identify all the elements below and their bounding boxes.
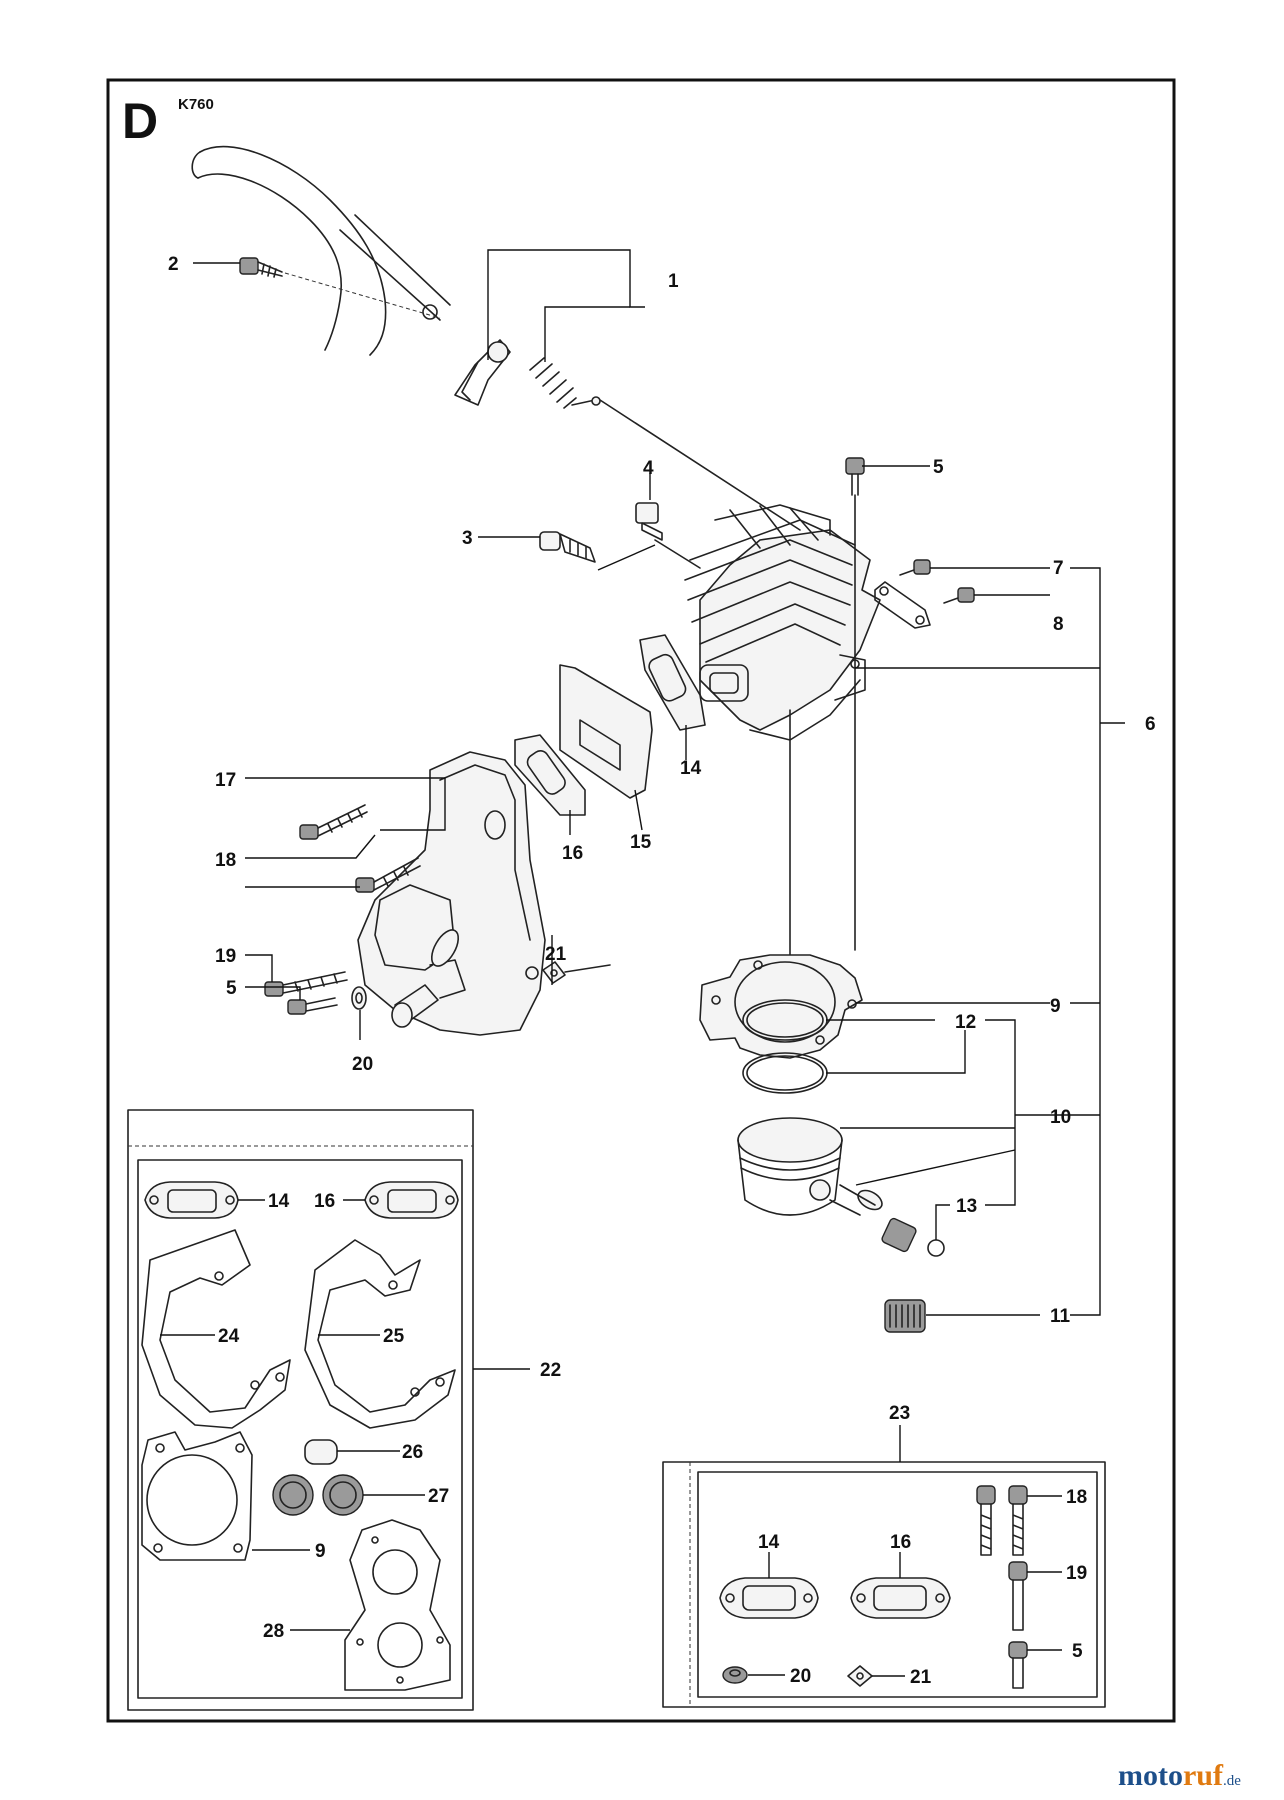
callout-5-kit: 5 <box>1072 1641 1083 1662</box>
callout-7: 7 <box>1053 558 1064 579</box>
callout-9-kit: 9 <box>315 1541 326 1562</box>
callout-1: 1 <box>668 271 679 292</box>
plug-4 <box>635 502 663 541</box>
callout-15: 15 <box>630 832 652 853</box>
callout-16-kit: 16 <box>314 1191 335 1212</box>
callout-28: 28 <box>263 1621 284 1642</box>
gasket-16 <box>514 734 586 816</box>
decomp-valve-3 <box>539 531 596 563</box>
kit-nut-21 <box>847 1665 873 1687</box>
kit-bolts-18 <box>976 1485 1028 1556</box>
kit-gasket-9 <box>141 1431 253 1561</box>
callout-16-main: 16 <box>562 843 583 864</box>
callout-21-main: 21 <box>545 944 567 965</box>
callout-20-main: 20 <box>352 1054 373 1075</box>
callout-19-kit: 19 <box>1066 1563 1087 1584</box>
callout-5-left: 5 <box>226 978 237 999</box>
heat-shield-15 <box>559 664 653 799</box>
washer-20 <box>351 986 367 1010</box>
needle-bearing-small <box>881 1217 917 1253</box>
spring-1 <box>529 357 601 409</box>
muffler-illustration <box>357 751 546 1036</box>
callout-26: 26 <box>402 1442 423 1463</box>
hardware-kit-box <box>662 1425 1106 1708</box>
callout-16-hw: 16 <box>890 1532 911 1553</box>
callout-9-main: 9 <box>1050 996 1061 1017</box>
callout-17: 17 <box>215 770 236 791</box>
watermark-part-2: ruf <box>1183 1759 1224 1792</box>
callout-25: 25 <box>383 1326 405 1347</box>
callout-10: 10 <box>1050 1107 1071 1128</box>
callout-21-kit: 21 <box>910 1667 932 1688</box>
kit-washer-20 <box>722 1666 748 1684</box>
gasket-28 <box>344 1519 451 1691</box>
watermark-part-3: .de <box>1223 1773 1241 1789</box>
callout-14-main: 14 <box>680 758 702 779</box>
callout-27: 27 <box>428 1486 449 1507</box>
kit-gasket-16-small <box>850 1577 951 1619</box>
nut-21 <box>542 961 611 984</box>
screw-2 <box>239 257 283 278</box>
watermark-part-1: moto <box>1118 1759 1183 1792</box>
callout-5-top: 5 <box>933 457 944 478</box>
model-label: K760 <box>178 96 214 113</box>
callout-14-kit: 14 <box>268 1191 290 1212</box>
callout-23: 23 <box>889 1403 910 1424</box>
screw-17 <box>299 804 368 840</box>
kit-leader-lines <box>160 1199 530 1631</box>
gasket-kit-box <box>127 1109 474 1711</box>
diagram-frame <box>106 78 1176 1723</box>
callout-18-kit: 18 <box>1066 1487 1087 1508</box>
callout-18-main: 18 <box>215 850 236 871</box>
seal-26 <box>304 1439 338 1465</box>
screw-5-top <box>845 457 865 496</box>
kit-gasket-16 <box>364 1181 459 1219</box>
callout-14-hw: 14 <box>758 1532 780 1553</box>
callout-2: 2 <box>168 254 179 275</box>
leader-lines <box>193 249 1125 1316</box>
hw-leader-lines <box>748 1495 1062 1677</box>
screw-18 <box>355 857 421 893</box>
screw-19 <box>264 971 348 997</box>
section-letter: D <box>122 93 158 149</box>
kit-gasket-14-small <box>719 1577 819 1619</box>
crankcase-gasket-25 <box>304 1239 456 1429</box>
callout-22: 22 <box>540 1360 561 1381</box>
bracket-7-8 <box>874 559 975 629</box>
throttle-bracket <box>454 339 511 406</box>
callout-19-main: 19 <box>215 946 236 967</box>
crankcase-gasket-24 <box>141 1229 291 1429</box>
callout-24: 24 <box>218 1326 240 1347</box>
watermark: motoruf.de <box>1118 1759 1241 1792</box>
gasket-14 <box>639 634 706 731</box>
kit-bolt-5 <box>1008 1641 1028 1689</box>
callout-8: 8 <box>1053 614 1064 635</box>
piston-illustration <box>737 1117 883 1216</box>
screw-5-left <box>287 997 338 1015</box>
cylinder-gasket-9 <box>699 954 863 1059</box>
svg-text:motoruf.de: motoruf.de <box>1118 1759 1241 1792</box>
callout-4: 4 <box>643 458 654 479</box>
callout-6: 6 <box>1145 714 1156 735</box>
callout-3: 3 <box>462 528 473 549</box>
bearing-11 <box>884 1299 926 1333</box>
callout-13: 13 <box>956 1196 977 1217</box>
cylinder-illustration <box>684 504 881 741</box>
kit-bolt-19 <box>1008 1561 1028 1631</box>
callout-12: 12 <box>955 1012 976 1033</box>
handle-illustration <box>191 145 451 356</box>
circlip-13 <box>927 1239 945 1257</box>
seals-27 <box>272 1474 364 1516</box>
kit-gasket-14 <box>144 1181 239 1219</box>
callout-11: 11 <box>1050 1306 1071 1327</box>
callout-20-kit: 20 <box>790 1666 811 1687</box>
